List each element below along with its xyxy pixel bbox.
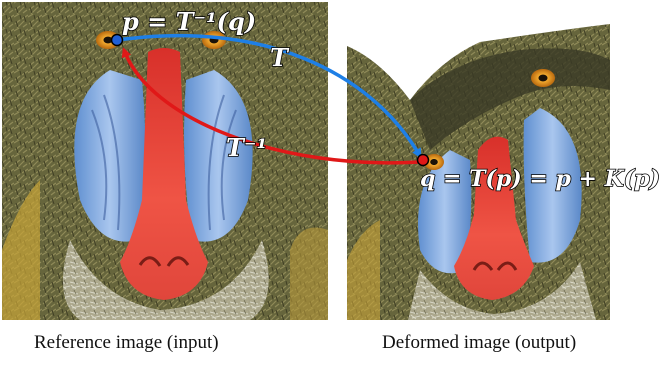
q-equation-label: q = T(p) = p + K(p): [420, 166, 660, 192]
point-p: [112, 35, 123, 46]
p-equation-label: p = T⁻¹(q): [122, 7, 256, 36]
deformed-caption: Deformed image (output): [382, 332, 576, 354]
point-q: [418, 155, 429, 166]
inverse-map-label: T⁻¹: [226, 133, 267, 162]
reference-caption: Reference image (input): [34, 332, 219, 354]
forward-map-label: T: [270, 43, 290, 72]
deformed-right-eye: [531, 69, 555, 87]
